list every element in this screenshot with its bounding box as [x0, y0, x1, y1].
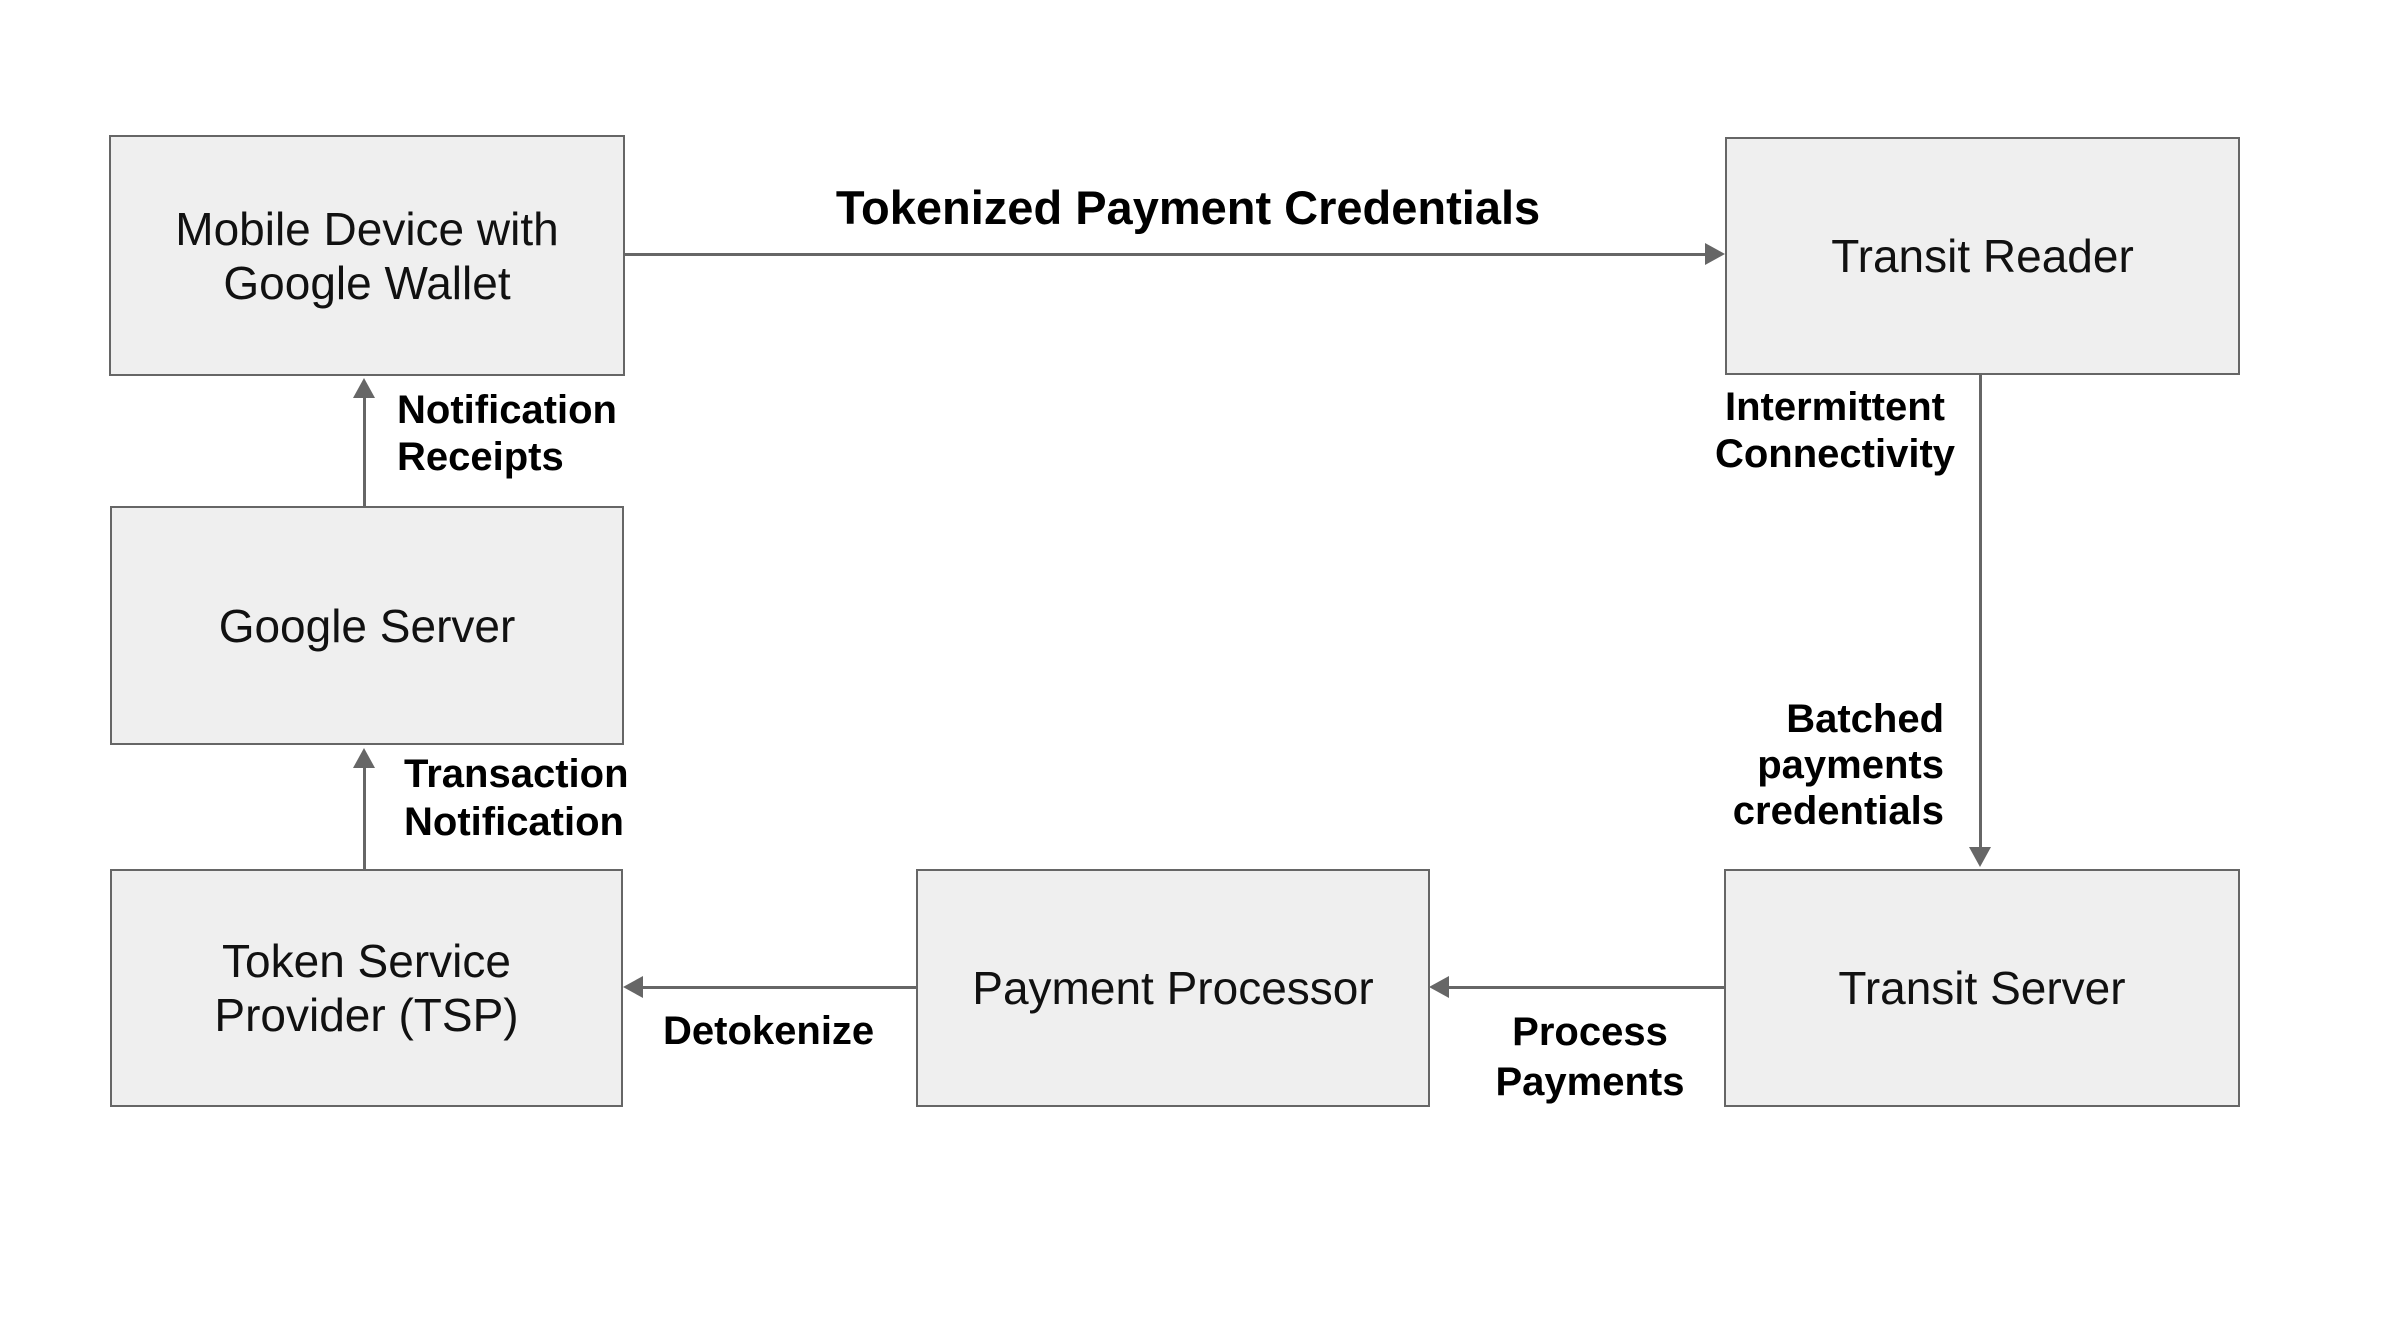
node-google-server: Google Server [110, 506, 624, 745]
arrow-tokenized-credentials-head-icon [1705, 243, 1725, 265]
label-batched-payments-credentials: Batched payments credentials [1732, 697, 1944, 833]
arrow-tokenized-credentials-line [625, 253, 1707, 256]
arrow-notification-receipts-head-icon [353, 378, 375, 398]
arrow-process-payments-head-icon [1429, 976, 1449, 998]
arrow-batched-credentials-line [1979, 375, 1982, 848]
node-transit-server: Transit Server [1724, 869, 2240, 1107]
node-transit-reader-line1: Transit Reader [1831, 230, 2134, 282]
label-notification-receipts: Notification Receipts [397, 388, 617, 479]
label-transaction-notification: Transaction Notification [404, 752, 629, 844]
label-process-payments: Process Payments [1495, 1010, 1685, 1104]
label-tokenized-payment-credentials: Tokenized Payment Credentials [835, 181, 1541, 234]
node-mobile-device-line2: Google Wallet [223, 256, 511, 309]
node-google-server-line1: Google Server [218, 599, 516, 652]
arrow-transaction-notification-line [363, 766, 366, 869]
node-tsp-line1: Token Service [222, 935, 511, 987]
node-payment-processor: Payment Processor [916, 869, 1430, 1107]
node-mobile-device: Mobile Device with Google Wallet [109, 135, 625, 376]
arrow-process-payments-line [1447, 986, 1724, 989]
arrow-detokenize-head-icon [623, 976, 643, 998]
node-mobile-device-line1: Mobile Device with [175, 202, 559, 255]
arrow-batched-credentials-head-icon [1969, 847, 1991, 867]
arrow-detokenize-line [641, 986, 916, 989]
label-detokenize: Detokenize [663, 1009, 875, 1053]
node-transit-server-line1: Transit Server [1838, 962, 2126, 1014]
node-tsp-line2: Provider (TSP) [214, 989, 519, 1041]
arrow-transaction-notification-head-icon [353, 748, 375, 768]
node-transit-reader: Transit Reader [1725, 137, 2240, 375]
node-payment-processor-line1: Payment Processor [972, 962, 1374, 1014]
arrow-notification-receipts-line [363, 396, 366, 506]
node-token-service-provider: Token Service Provider (TSP) [110, 869, 623, 1107]
label-intermittent-connectivity: Intermittent Connectivity [1714, 385, 1956, 476]
